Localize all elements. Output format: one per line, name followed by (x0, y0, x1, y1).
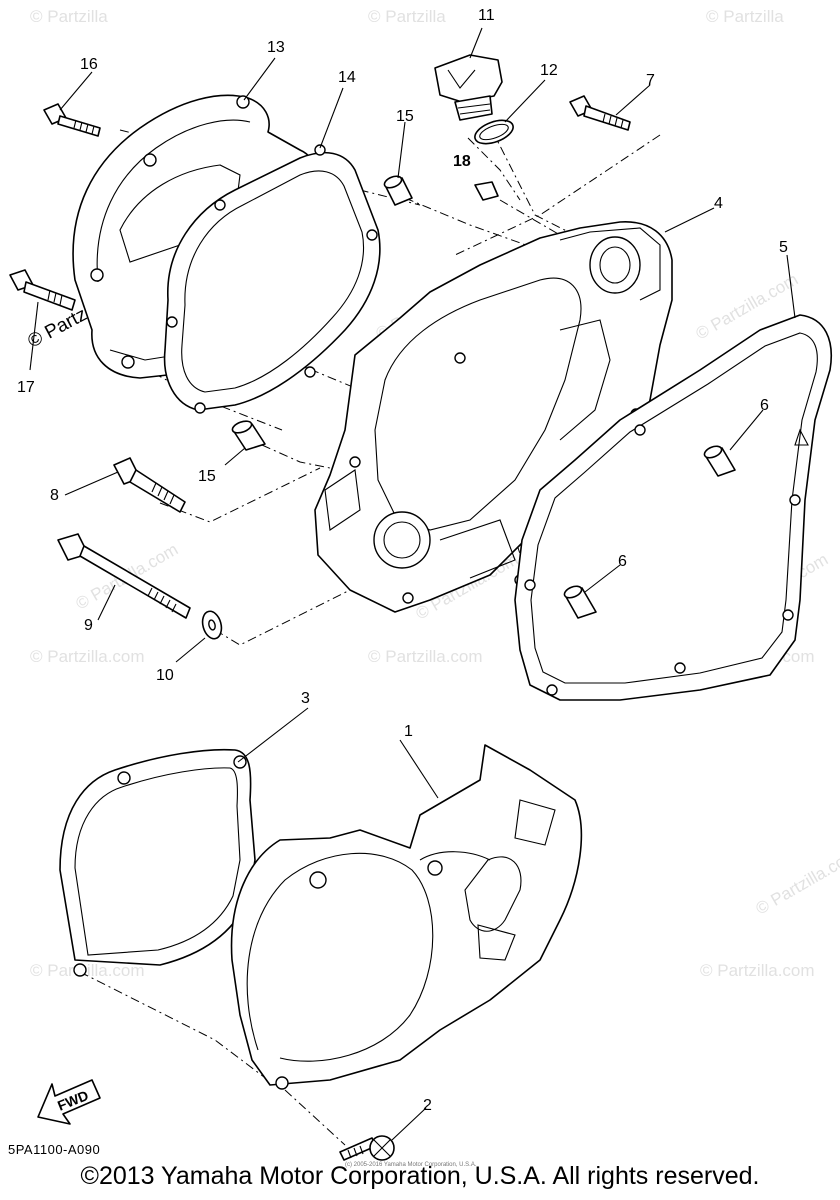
part-10-washer (201, 610, 223, 640)
callout-18: 18 (453, 153, 471, 170)
part-18-pin (474, 181, 499, 201)
part-14-gasket (163, 144, 381, 414)
part-1-lower-cover (230, 744, 583, 1090)
part-15-dowel-upper (383, 175, 413, 206)
callout-labels: 1 2 3 4 5 6 6 7 8 9 10 11 12 13 14 15 15… (17, 7, 788, 1114)
part-16-bolt (43, 103, 101, 137)
watermark: © Partzilla (706, 7, 784, 26)
leader-lines (29, 27, 796, 1141)
part-15-dowel-lower (231, 420, 266, 451)
watermark: © Partzilla (30, 7, 108, 26)
watermark: © Partzilla.com (30, 647, 145, 666)
callout-15: 15 (198, 468, 216, 485)
callout-6: 6 (618, 553, 627, 570)
part-12-o-ring (474, 119, 514, 145)
callout-11: 11 (478, 7, 495, 24)
part-6-dowel-lower (563, 585, 597, 619)
diagram-reference-code: 5PA1100-A090 (8, 1142, 101, 1157)
watermark: © Partzilla.com (700, 961, 815, 980)
small-copyright-notice: (c) 2005-2016 Yamaha Motor Corporation, … (345, 1162, 477, 1168)
part-6-dowel-upper (703, 445, 736, 477)
callout-3: 3 (301, 690, 310, 707)
part-2-screw (339, 1135, 395, 1161)
callout-4: 4 (714, 195, 723, 212)
part-8-bolt (113, 457, 186, 513)
copyright-notice: ©2013 Yamaha Motor Corporation, U.S.A. A… (80, 1162, 760, 1190)
callout-17: 17 (17, 379, 35, 396)
callout-5: 5 (779, 239, 788, 256)
part-11-plug (434, 54, 503, 121)
callout-1: 1 (404, 723, 413, 740)
callout-8: 8 (50, 487, 59, 504)
callout-12: 12 (540, 62, 558, 79)
watermark: © Partzilla.com (753, 845, 840, 919)
callout-15: 15 (396, 108, 414, 125)
part-7-bolt (569, 95, 631, 131)
callout-10: 10 (156, 667, 174, 684)
part-17-bolt (9, 269, 76, 311)
callout-14: 14 (338, 69, 356, 86)
part-9-bolt (57, 533, 191, 619)
callout-7: 7 (646, 72, 655, 89)
part-5-gasket (514, 314, 832, 701)
part-3-gasket (59, 748, 256, 977)
callout-9: 9 (84, 617, 93, 634)
watermark: © Partzilla.com (30, 961, 145, 980)
callout-13: 13 (267, 39, 285, 56)
watermark: © Partzilla (368, 7, 446, 26)
part-4-crankcase-cover (314, 221, 673, 613)
fwd-arrow-icon: FWD (37, 1079, 101, 1125)
watermark: © Partzilla.com (368, 647, 483, 666)
callout-2: 2 (423, 1097, 432, 1114)
callout-16: 16 (80, 56, 98, 73)
callout-6: 6 (760, 397, 769, 414)
